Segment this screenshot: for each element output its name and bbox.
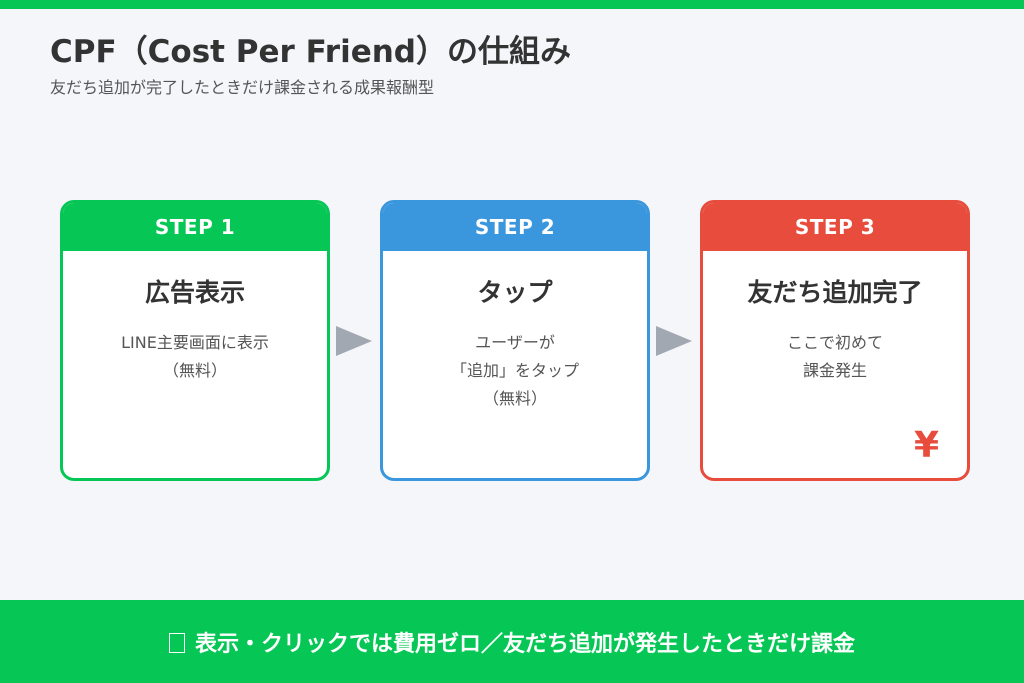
page-title: CPF（Cost Per Friend）の仕組み (50, 34, 571, 70)
step-2-line-3: （無料） (482, 389, 547, 408)
page-subtitle: 友だち追加が完了したときだけ課金される成果報酬型 (50, 78, 435, 97)
step-3-line-1: ここで初めて (786, 333, 883, 352)
step-2-title: タップ (477, 278, 553, 307)
step-1-description: LINE主要画面に表示 （無料） (63, 329, 327, 385)
step-card-2: STEP 2 タップ ユーザーが 「追加」をタップ （無料） (380, 200, 650, 481)
step-2-header: STEP 2 (383, 203, 647, 251)
footer-text: 表示・クリックでは費用ゼロ／友だち追加が発生したときだけ課金 (194, 631, 855, 657)
step-3-title: 友だち追加完了 (747, 278, 923, 307)
step-2-line-2: 「追加」をタップ (450, 361, 579, 380)
step-1-title: 広告表示 (144, 278, 245, 307)
step-card-3: STEP 3 友だち追加完了 ここで初めて 課金発生 ¥ (700, 200, 970, 481)
step-2-description: ユーザーが 「追加」をタップ （無料） (383, 329, 647, 413)
step-3-header: STEP 3 (703, 203, 967, 251)
footer-banner: 表示・クリックでは費用ゼロ／友だち追加が発生したときだけ課金 (0, 600, 1024, 683)
top-accent-bar (0, 0, 1024, 9)
arrow-right-icon (336, 326, 372, 356)
step-2-line-1: ユーザーが (475, 333, 555, 352)
yen-icon: ¥ (913, 425, 939, 466)
step-1-header: STEP 1 (63, 203, 327, 251)
arrow-right-icon (656, 326, 692, 356)
step-3-line-2: 課金発生 (802, 361, 867, 380)
step-card-1: STEP 1 広告表示 LINE主要画面に表示 （無料） (60, 200, 330, 481)
step-1-line-1: LINE主要画面に表示 (121, 333, 269, 352)
step-1-line-2: （無料） (162, 361, 227, 380)
step-3-description: ここで初めて 課金発生 (703, 329, 967, 385)
placeholder-box-icon (168, 632, 185, 653)
